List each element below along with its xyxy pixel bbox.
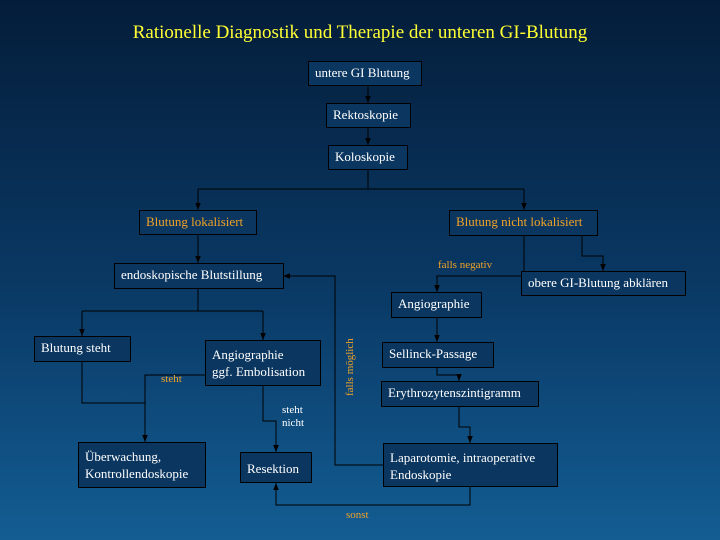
node-ueberwachung: Überwachung, Kontrollendoskopie bbox=[78, 442, 206, 488]
node-rektoskopie: Rektoskopie bbox=[326, 103, 411, 128]
edge-sellinck-erythro bbox=[436, 368, 462, 381]
node-laparotomie: Laparotomie, intraoperative Endoskopie bbox=[383, 443, 558, 487]
diagram-title: Rationelle Diagnostik und Therapie der u… bbox=[132, 22, 588, 43]
node-blutung-steht: Blutung steht bbox=[34, 336, 131, 362]
label-steht-nicht: steht nicht bbox=[282, 404, 304, 430]
edge-nicht-to-angio bbox=[434, 236, 525, 292]
node-blutung-nicht-lokalisiert: Blutung nicht lokalisiert bbox=[449, 210, 598, 236]
node-sellinck-passage: Sellinck-Passage bbox=[382, 342, 494, 368]
edge-erythro-laparotomie bbox=[458, 407, 473, 443]
label-falls-moeglich: falls möglich bbox=[344, 338, 356, 396]
ueberwachung-line-1: Überwachung, bbox=[85, 449, 162, 464]
node-koloskopie: Koloskopie bbox=[328, 145, 408, 170]
node-erythrozytenszintigramm: Erythrozytenszintigramm bbox=[381, 381, 539, 407]
node-angiographie-embolisation: Angiographie ggf. Embolisation bbox=[205, 340, 321, 386]
label-falls-negativ: falls negativ bbox=[438, 259, 493, 271]
node-endoskopische-blutstillung: endoskopische Blutstillung bbox=[114, 263, 284, 289]
label-steht-nicht-line-2: nicht bbox=[282, 417, 304, 429]
edge-sonst bbox=[273, 483, 471, 506]
label-steht-nicht-line-1: steht bbox=[282, 404, 303, 416]
node-obere-gi-blutung: obere GI-Blutung abklären bbox=[521, 271, 686, 296]
laparotomie-line-2: Endoskopie bbox=[390, 467, 452, 482]
label-sonst: sonst bbox=[346, 509, 369, 521]
edge-falls-moeglich bbox=[283, 273, 383, 466]
node-blutung-lokalisiert: Blutung lokalisiert bbox=[139, 210, 257, 235]
edge-steht-ueberwachung bbox=[81, 362, 148, 442]
angio-embo-line-1: Angiographie bbox=[212, 347, 284, 362]
ueberwachung-line-2: Kontrollendoskopie bbox=[85, 466, 189, 481]
edge-angio-resektion bbox=[262, 386, 279, 452]
node-untere-gi-blutung: untere GI Blutung bbox=[308, 61, 422, 86]
edge-nicht-to-obere bbox=[581, 236, 606, 271]
laparotomie-line-1: Laparotomie, intraoperative bbox=[390, 450, 536, 465]
label-steht: steht bbox=[161, 373, 182, 385]
node-angiographie: Angiographie bbox=[391, 292, 482, 318]
node-resektion: Resektion bbox=[240, 452, 312, 483]
angio-embo-line-2: ggf. Embolisation bbox=[212, 364, 306, 379]
edge-angio-steht bbox=[144, 374, 205, 442]
